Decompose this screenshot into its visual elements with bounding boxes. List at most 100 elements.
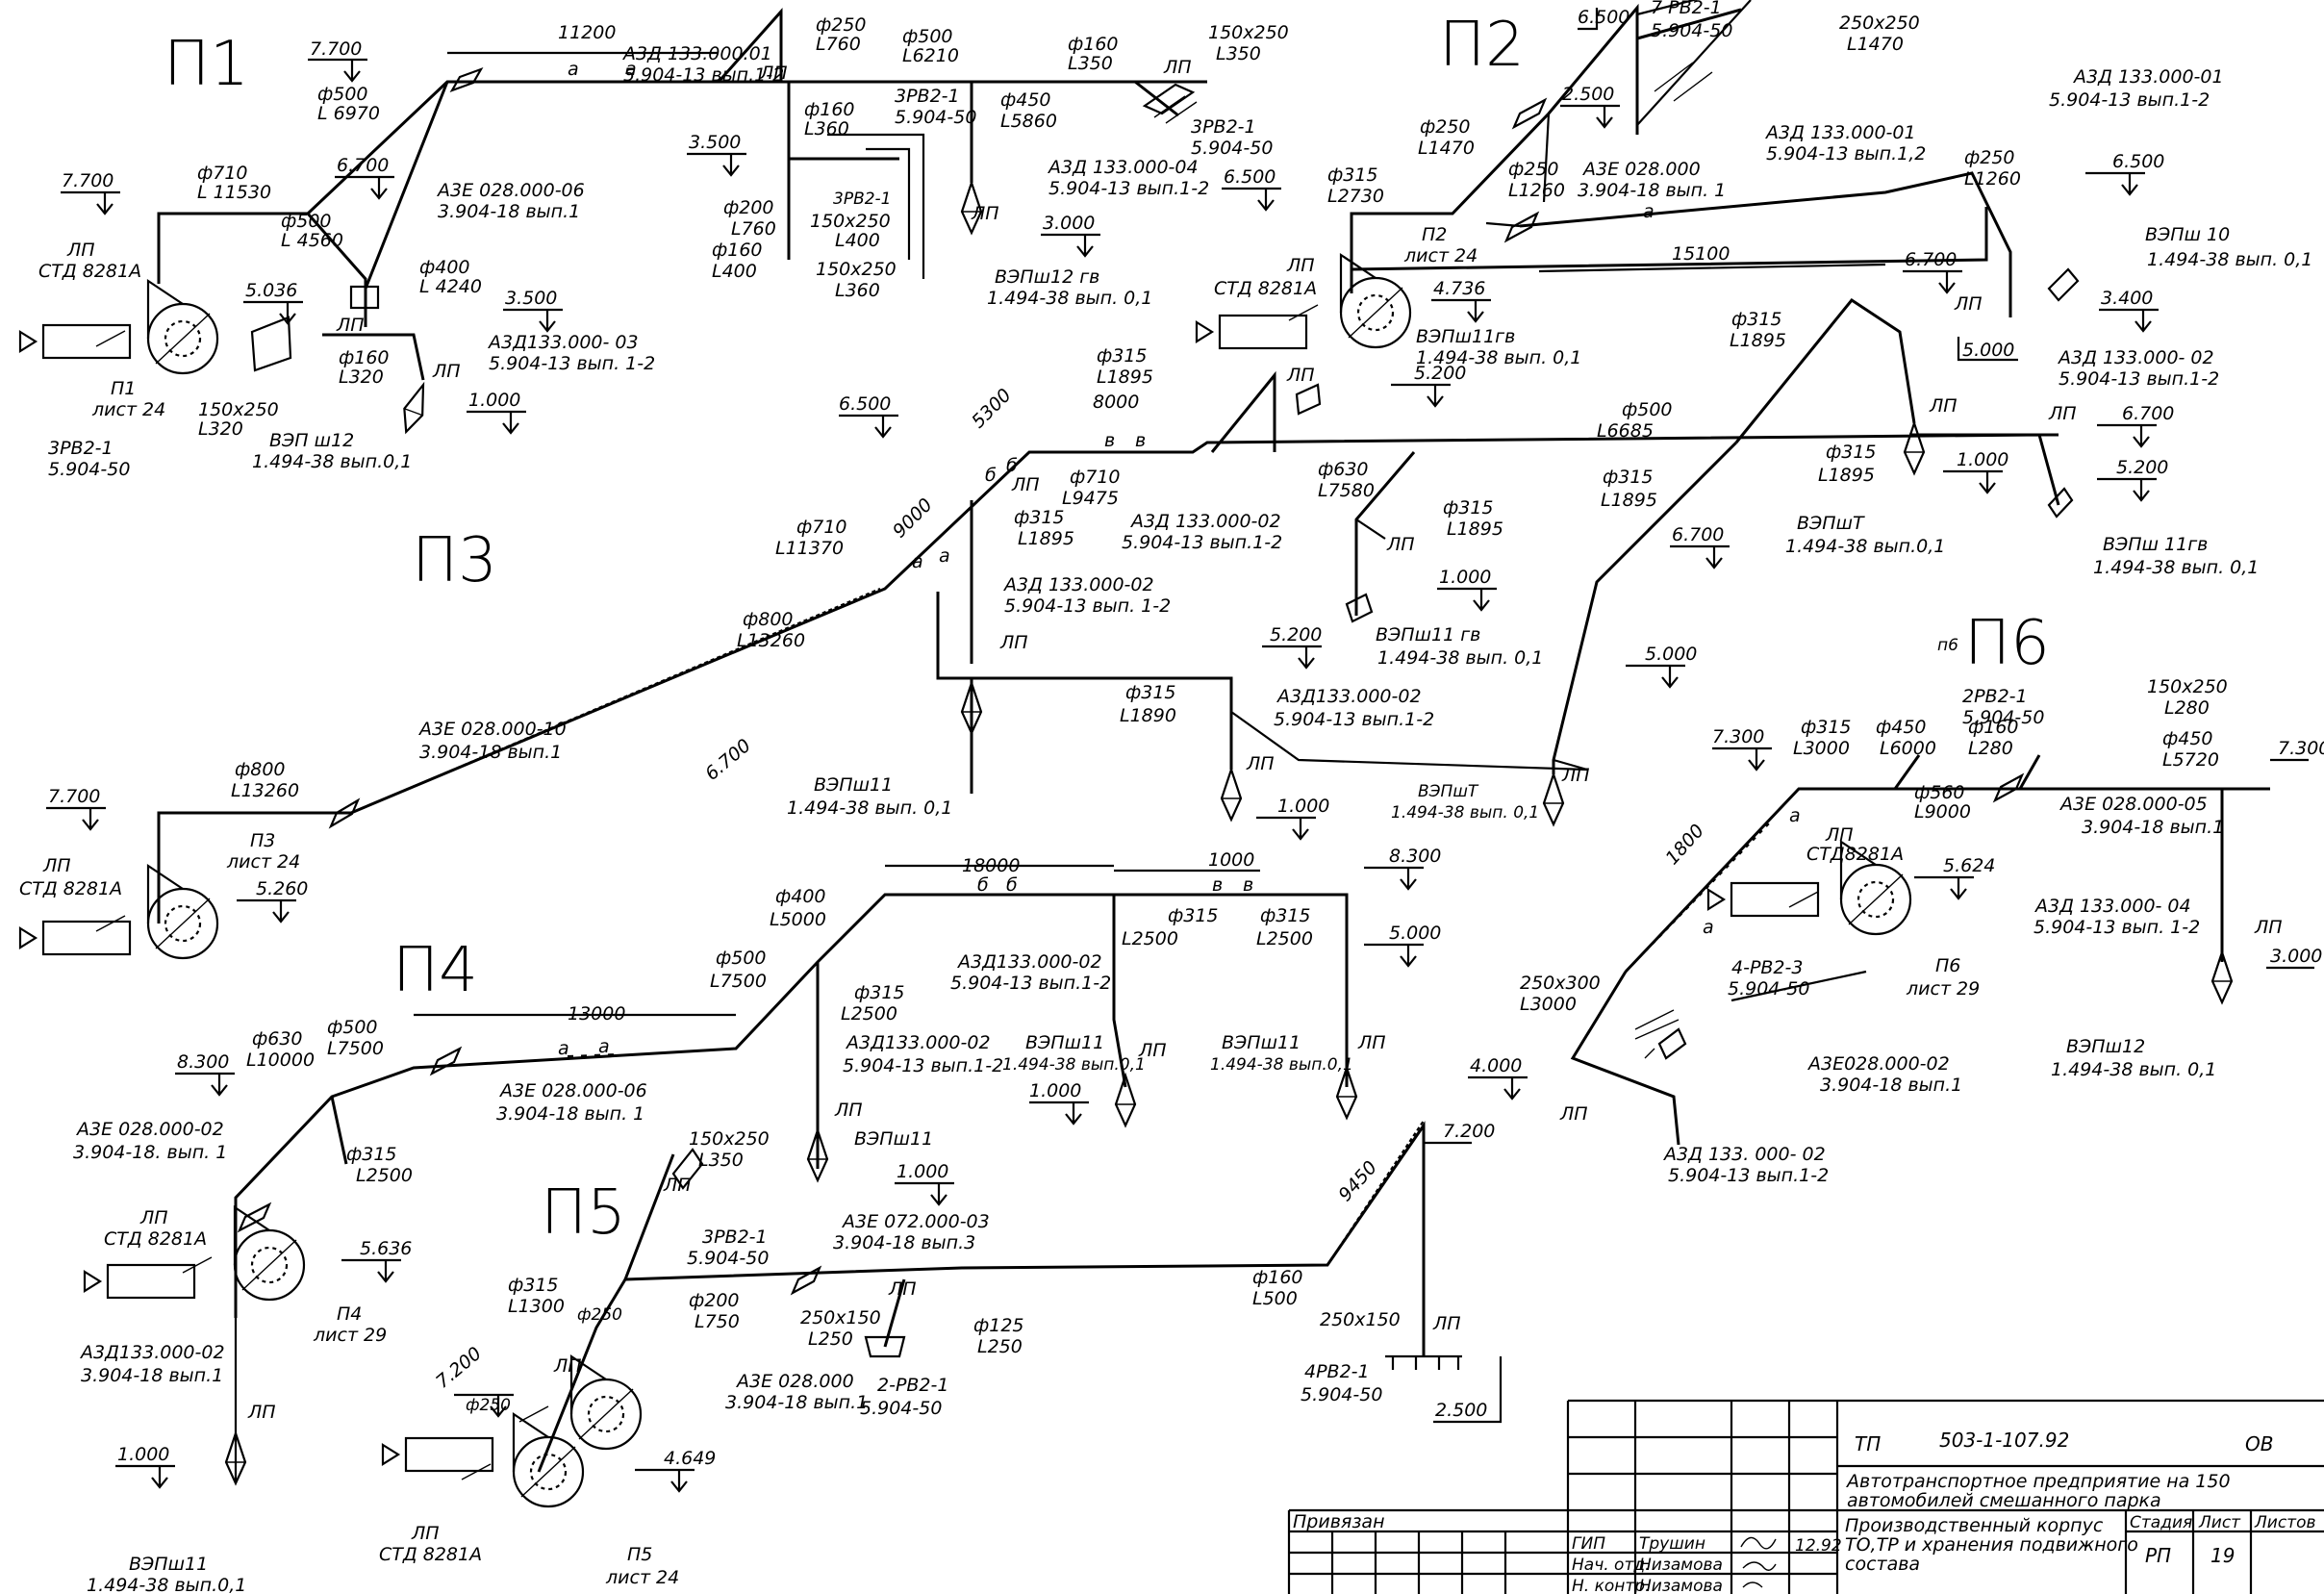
p1-valve-id: А3Е 028.000-06 [436,180,585,201]
p6-pipe-d-7: 250х300 [1520,973,1601,994]
p4-vep11d-id: ВЭПш11 [129,1554,208,1575]
p6-pipe-l-7: L3000 [1520,994,1577,1015]
title-col-sheets: Листов [2254,1513,2316,1532]
p2-pipe-d-1: ф250 [1420,116,1471,138]
p1-pipe-d-3: ф500 [281,211,332,232]
p3-elev-6: 5.200 [1270,624,1322,645]
p3-a3d4-id: А3Д 133.000- 02 [2057,347,2214,368]
p1b-pipe-l-4: L350 [1216,43,1261,64]
title-name-3: Низамова [1639,1577,1723,1594]
p3-pipe-d-12: ф800 [235,759,286,780]
p2-a3d-top-id: А3Д 133.000-01 [2072,66,2224,88]
p4-lp-1: ЛП [247,1402,276,1423]
p5-elev-2: 7.200 [432,1343,486,1393]
p3-pipe-l-8: L1895 [1818,465,1875,486]
p1b-grille-right-id: 3РВ2-1 [1191,116,1256,138]
p2-elev-6: 5.000 [1962,340,2014,361]
p1-dim-a1: a [568,59,579,80]
p3-elev-2: 7.700 [48,786,100,807]
p4-a3d3-doc: 3.904-18 вып.1 [81,1365,223,1386]
p2-pipe-d-4: ф250 [1964,147,2015,168]
p1b-pipe-d-1: ф250 [816,14,867,36]
p4-dim-v1: в [1212,874,1223,896]
p5-pipe-l-3: L750 [695,1311,740,1332]
p3-pipe-d-3: ф710 [1070,467,1121,488]
p4-fan-motor: СТД 8281А [104,1228,207,1250]
p4-pipe-l-3: L7500 [710,971,767,992]
system-title-p2: П2 [1439,10,1525,81]
p3-a3d3-id: А3Д133.000-02 [1276,686,1422,707]
p3-elev-8: 5.000 [1645,644,1697,665]
p2-duct-top-l: L1470 [1847,34,1904,55]
p4-a3d2-id: А3Д133.000-02 [845,1032,991,1053]
p2-vepgv-id: ВЭПш11гв [1416,326,1515,347]
p1-valve-doc: 3.904-18 вып.1 [438,201,580,222]
p1-fan-sheet: лист 24 [91,399,165,420]
title-role-2: Нач. отд. [1572,1556,1651,1575]
p1-pipe-l-3: L 4560 [281,230,343,251]
p3-pipe-l-7: L6685 [1597,420,1654,442]
p1b-pipe-d-7: ф200 [723,197,774,218]
p5-fan-lp: ЛП [411,1523,440,1544]
p4-fan-sheet: лист 29 [313,1325,387,1346]
p1b-lp-1: ЛП [759,63,788,84]
p2-lp-1: ЛП [1286,365,1315,386]
p5-lp-4: ЛП [663,1175,692,1196]
p3-pipe-d-7: ф500 [1622,399,1673,420]
p4-pipe-d-8: ф315 [1260,905,1311,926]
p4-lp-2: ЛП [834,1100,863,1121]
p3-a3d2-doc: 5.904-13 вып. 1-2 [1004,595,1171,617]
p1b-pipe-l-8: L400 [712,261,757,282]
p3-dim-b2: б [1006,455,1018,476]
title-stage-value: РП [2145,1544,2171,1567]
p1b-pipe-l-6: L5860 [1000,111,1057,132]
p3-fan-id: П3 [250,830,275,851]
p1-grille-id: 3РВ2-1 [48,438,114,459]
p3-vept1-doc: 1.494-38 вып.0,1 [1785,536,1945,557]
p4-pipe-l-2: L7500 [327,1038,384,1059]
p1-dim-11200: 11200 [558,22,616,43]
p3-a3d3-doc: 5.904-13 вып.1-2 [1274,709,1434,730]
p5-pipe-d-3: ф200 [689,1290,740,1311]
p2-vep10-doc: 1.494-38 вып. 0,1 [2147,249,2312,270]
p3-pipe-d-8: ф315 [1826,442,1877,463]
p2-valve-doc: 3.904-18 вып. 1 [1578,180,1726,201]
p1-pipe-l-2: L 6970 [317,103,380,124]
title-org-line2: автомобилей смешанного парка [1847,1490,2161,1511]
p3-dim-b1: б [985,465,997,486]
p3-pipe-d-4: ф315 [1014,507,1065,528]
p3-fan-lp: ЛП [42,855,71,876]
p1-lp-1: ЛП [336,315,365,336]
p1b-pipe-d-2: ф500 [902,26,953,47]
p3-dim-a2: a [939,545,950,567]
p6-grille-bottom-doc: 5.904-50 [1728,978,1809,999]
p2-pipe-l-2: L2730 [1327,186,1384,207]
p1b-a3d1-id: А3Д 133.000.01 [621,43,772,64]
p2-elev-5: 6.700 [1905,249,1957,270]
p2-valve-id: А3Е 028.000 [1581,159,1701,180]
p3-a3d1-doc: 5.904-13 вып.1-2 [1122,532,1282,553]
p6-valve1-doc: 3.904-18 вып.1 [2082,817,2224,838]
p4-pipe-d-6: ф315 [346,1144,397,1165]
p3-pipe-l-6: L1895 [1447,519,1503,540]
p1b-pipe-l-10: L360 [835,280,880,301]
p4-pipe-l-8: L2500 [1256,928,1313,949]
p3-lp-5: ЛП [1929,395,1958,417]
p1b-pipe-d-8: ф160 [712,240,763,261]
system-p6: 7.300 7.300 5.624 4.000 3.000 1800 a a ф… [1466,676,2324,1186]
p6-vep12-doc: 1.494-38 вып. 0,1 [2051,1059,2216,1080]
title-name-2: Низамова [1639,1556,1723,1575]
p1b-vep-id: ВЭПш12 гв [995,266,1099,288]
p2-a3d-mid-doc: 5.904-13 вып.1,2 [1766,143,1926,164]
p3-fan-sheet: лист 24 [226,851,300,873]
p1b-a3d2-id: А3Д 133.000-04 [1047,157,1199,178]
p5-pipe-l-1: L350 [698,1150,744,1171]
p3-lp-3: ЛП [1386,534,1415,555]
p3-lp-6: ЛП [2048,403,2077,424]
p4-pipe-d-4: ф400 [775,886,826,907]
p5-fan-id: П5 [627,1544,652,1565]
p1b-vep-doc: 1.494-38 вып. 0,1 [987,288,1152,309]
p6-pipe-d-6: ф560 [1914,782,1965,803]
p4-dim-b2: б [1006,874,1018,896]
